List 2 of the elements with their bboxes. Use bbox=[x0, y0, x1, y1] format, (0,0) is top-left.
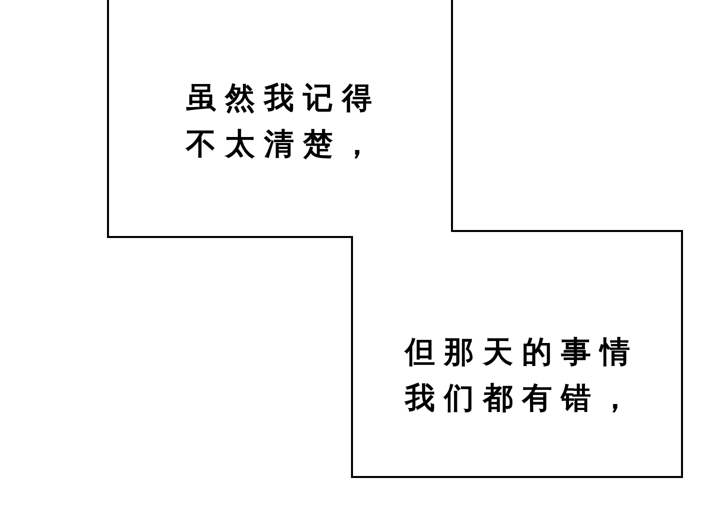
narration-text: 但那天的事情我们都有错， bbox=[405, 334, 640, 418]
narration-text: 虽然我记得不太清楚， bbox=[186, 80, 382, 164]
